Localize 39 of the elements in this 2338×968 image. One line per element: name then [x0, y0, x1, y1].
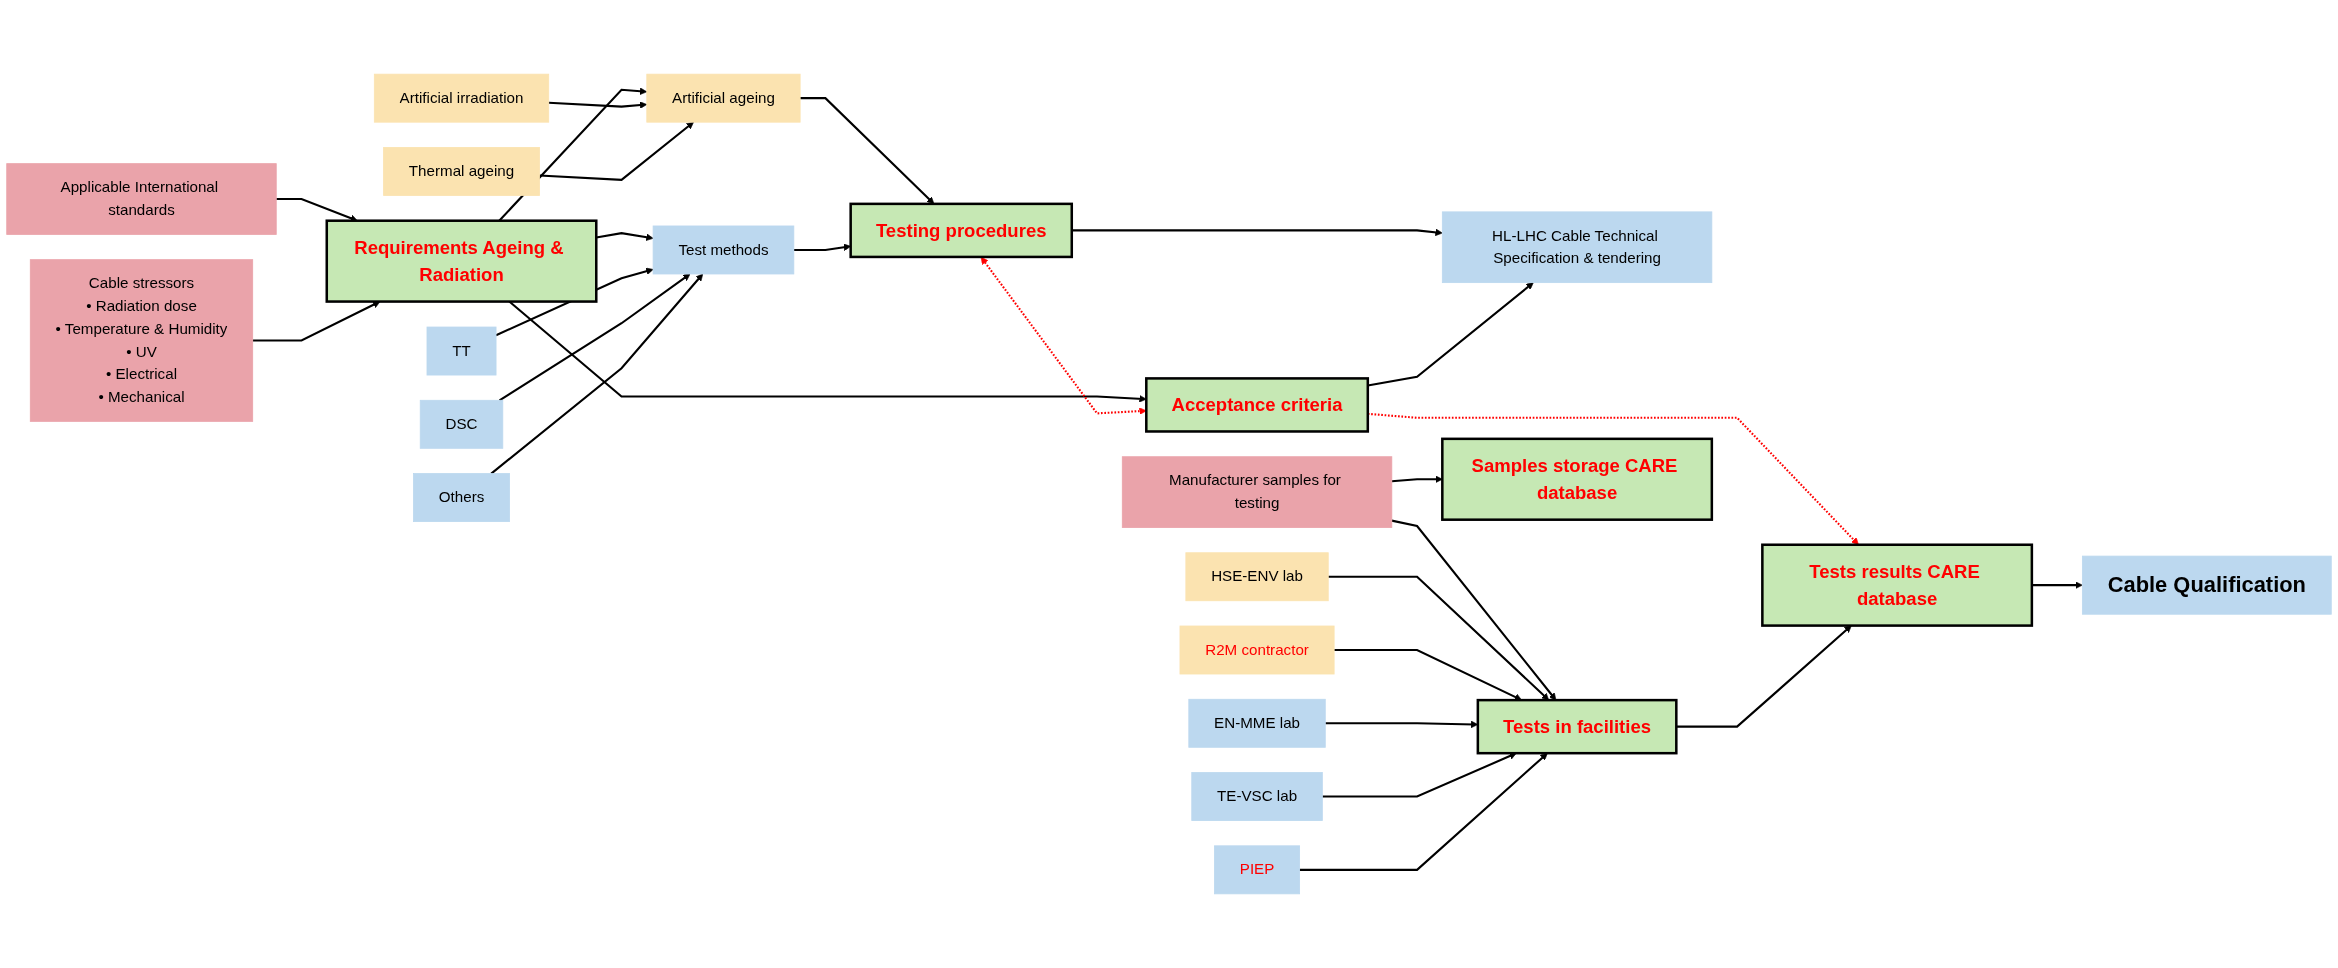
arrow — [490, 273, 704, 475]
node-box: Thermal ageing — [383, 147, 540, 196]
node-box: Tests results CARE database — [1761, 543, 2034, 627]
node-box: TE-VSC lab — [1191, 772, 1323, 821]
node-box: Acceptance criteria — [1145, 377, 1370, 433]
arrow — [2031, 581, 2083, 589]
arrow — [252, 301, 381, 342]
node-box: Testing procedures — [849, 202, 1074, 259]
node-box: Samples storage CARE database — [1441, 437, 1714, 521]
node-box: EN-MME lab — [1188, 698, 1326, 748]
node-box: Artificial irradiation — [373, 73, 550, 123]
arrow — [498, 273, 691, 402]
arrow — [980, 256, 1147, 415]
node-box: Artificial ageing — [646, 73, 801, 123]
node-box: Applicable International standards — [6, 163, 277, 235]
node-box: Cable stressors • Radiation dose • Temperature & Humidity • UV • Electrical • Mechanical — [29, 259, 254, 422]
node-box: Manufacturer samples for testing — [1121, 456, 1393, 528]
arrow — [793, 243, 851, 252]
arrow — [1071, 228, 1443, 237]
node-box: PIEP — [1214, 845, 1300, 895]
arrow — [1391, 475, 1443, 483]
node-box: Cable Qualification — [2082, 555, 2332, 615]
arrow — [539, 121, 694, 181]
arrow — [1676, 625, 1852, 728]
node-box: HSE-ENV lab — [1185, 552, 1329, 602]
arrow — [1391, 519, 1557, 701]
arrow — [1334, 648, 1523, 701]
node-box: HL-LHC Cable Technical Specification & tendering — [1441, 211, 1713, 284]
node-box: Tests in facilities — [1476, 698, 1678, 755]
node-box: TT — [426, 326, 497, 376]
arrow — [1367, 282, 1534, 387]
node-box: Others — [413, 473, 510, 522]
node-box: Test methods — [652, 225, 795, 275]
node-box: Requirements Ageing & Radiation — [325, 219, 598, 303]
node-box: R2M contractor — [1179, 625, 1335, 675]
arrow — [548, 101, 648, 109]
node-box: DSC — [419, 399, 504, 449]
arrow — [596, 232, 654, 241]
arrow — [1328, 575, 1550, 701]
